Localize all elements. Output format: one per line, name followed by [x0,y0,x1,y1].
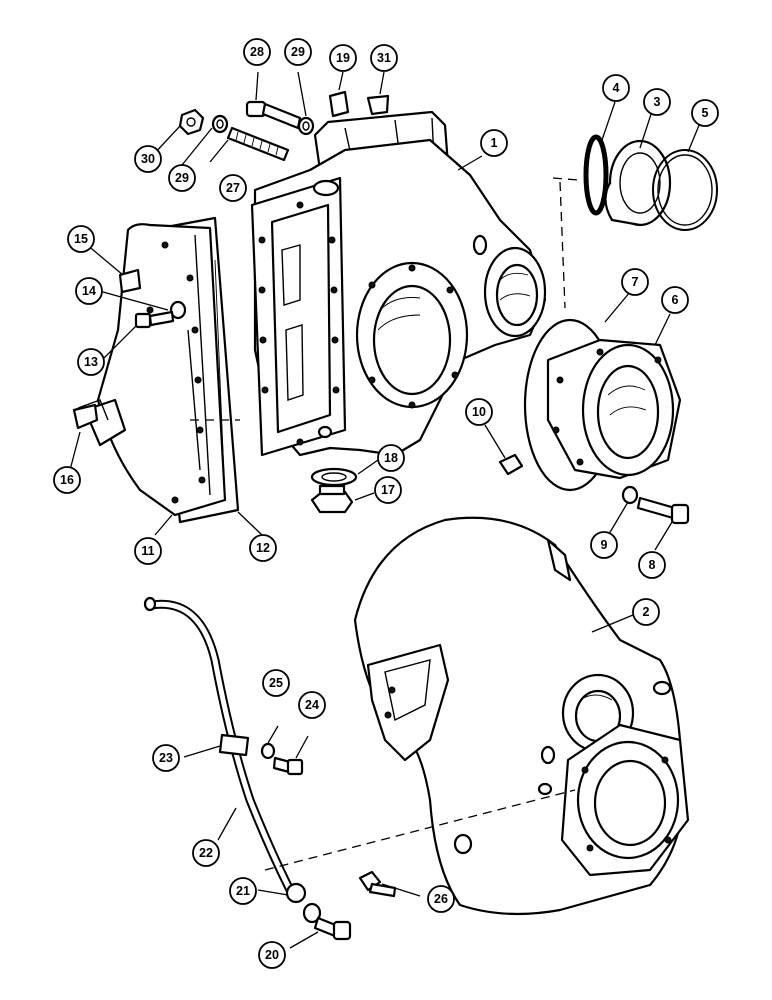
part-19-dowel [328,90,350,118]
callout-label: 12 [256,541,270,555]
callout-label: 29 [291,45,305,59]
callout-5: 5 [691,99,719,127]
part-29-washer-upper [297,116,315,136]
callout-label: 21 [236,884,250,898]
part-11-cover [77,223,227,517]
part-27-stud [226,126,290,162]
callout-11: 11 [134,537,162,565]
part-8-bolt [636,496,690,525]
part-1-main-housing [250,110,547,457]
part-21-washer [302,902,322,924]
callout-label: 5 [702,106,709,120]
callout-label: 13 [84,355,98,369]
part-24-bolt [272,756,304,776]
callout-label: 2 [643,605,650,619]
callout-label: 26 [434,892,448,906]
part-18-washer [310,467,358,487]
callout-6: 6 [661,286,689,314]
callout-8: 8 [638,551,666,579]
part-3-sleeve [604,139,672,227]
callout-label: 15 [74,232,88,246]
callout-label: 9 [601,538,608,552]
callout-1: 1 [480,129,508,157]
part-26-bolt [358,870,397,898]
callout-label: 18 [384,451,398,465]
callout-31: 31 [370,44,398,72]
part-30-nut [178,108,205,136]
part-28-bolt [245,100,302,130]
callout-label: 31 [377,51,391,65]
callout-17: 17 [374,476,402,504]
part-9-washer [621,485,639,505]
part-15-stud [118,268,142,294]
part-29-washer-lower [211,114,229,134]
callout-23: 23 [152,744,180,772]
part-10-fitting [498,453,524,476]
callout-12: 12 [249,534,277,562]
part-17-plug [310,484,354,514]
callout-label: 1 [491,136,498,150]
part-16-plug [72,403,99,430]
callout-label: 16 [60,473,74,487]
callout-7: 7 [621,268,649,296]
callout-label: 8 [649,558,656,572]
callout-label: 6 [672,293,679,307]
callout-label: 28 [250,45,264,59]
part-2-rear-housing [353,516,690,916]
callout-label: 14 [82,284,96,298]
callout-label: 17 [381,483,395,497]
part-31-plug [366,94,390,116]
callout-13: 13 [77,348,105,376]
part-25-washer [260,742,276,760]
callout-label: 27 [226,181,240,195]
callout-4: 4 [602,74,630,102]
callout-22: 22 [192,839,220,867]
part-22-oil-pipe [143,596,307,904]
callout-label: 22 [199,846,213,860]
callout-label: 7 [632,275,639,289]
callout-label: 19 [336,51,350,65]
callout-27: 27 [219,174,247,202]
callout-label: 29 [175,171,189,185]
callout-label: 20 [265,948,279,962]
callout-25: 25 [262,669,290,697]
callout-19: 19 [329,44,357,72]
callout-label: 25 [269,676,283,690]
callout-28: 28 [243,38,271,66]
callout-29-upper: 29 [284,38,312,66]
callout-label: 10 [472,405,486,419]
callout-9: 9 [590,531,618,559]
callout-15: 15 [67,225,95,253]
callout-label: 3 [654,95,661,109]
callout-16: 16 [53,466,81,494]
callout-14: 14 [75,277,103,305]
callout-30: 30 [134,145,162,173]
part-23-clip [218,733,250,757]
callout-10: 10 [465,398,493,426]
callout-29-lower: 29 [168,164,196,192]
part-4-seal-ring [583,134,609,216]
callout-21: 21 [229,877,257,905]
callout-label: 11 [141,544,154,558]
part-6-bearing-housing [546,338,682,480]
callout-label: 30 [141,152,155,166]
callout-26: 26 [427,885,455,913]
callout-label: 4 [613,81,620,95]
callout-24: 24 [298,691,326,719]
part-14-washer [169,300,187,320]
callout-18: 18 [377,444,405,472]
callout-label: 23 [159,751,173,765]
part-5-snap-ring [652,149,718,231]
leader-lines [69,71,703,949]
part-20-bolt [313,916,352,941]
callout-3: 3 [643,88,671,116]
callout-2: 2 [632,598,660,626]
part-13-bolt [134,310,175,329]
callout-label: 24 [305,698,319,712]
callout-20: 20 [258,941,286,969]
